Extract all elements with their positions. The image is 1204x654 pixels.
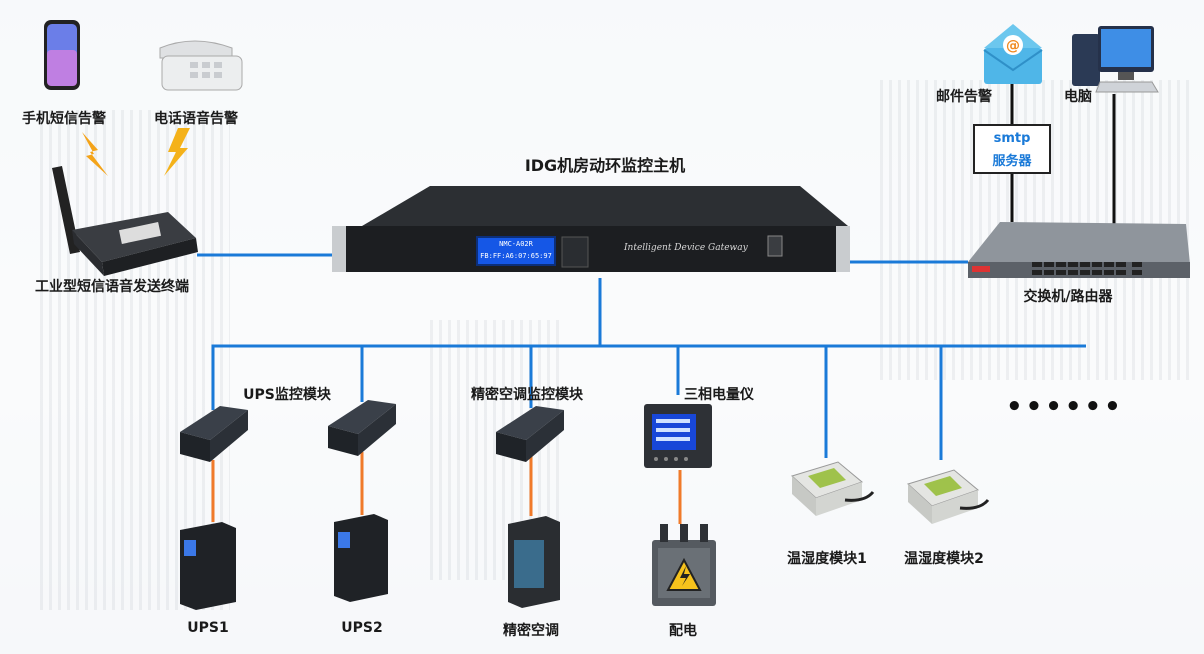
smtp-label: smtp [993,131,1031,146]
ups-module-label: UPS监控模块 [243,387,331,403]
telephone-icon [159,40,243,91]
computer-label: 电脑 [1064,89,1092,105]
voice-alarm-label: 电话语音告警 [154,111,238,127]
ups1-label: UPS1 [187,620,229,636]
ups2-label: UPS2 [341,620,383,636]
gsm-terminal-icon [52,166,198,276]
power-meter-icon [644,404,712,468]
svg-text:@: @ [1006,38,1020,54]
ups-cabinet-icon [180,522,236,610]
ups-module-icon [328,400,396,456]
host-lcd-line1: NMC-A02R [499,240,533,248]
smtp-server-box: smtp 服务器 [973,124,1051,174]
host-lcd-line2: FB:FF:A6:07:65:97 [480,252,552,260]
ac-module-icon [496,406,564,462]
host-title: IDG机房动环监控主机 [524,156,686,175]
host-lcd: NMC-A02R FB:FF:A6:07:65:97 [476,236,556,266]
ac-module-label: 精密空调监控模块 [471,387,583,403]
precision-ac-icon [508,516,560,608]
ups-module-icon [180,406,248,462]
th-module-icon [791,461,875,516]
host-brand: Intelligent Device Gateway [624,243,748,253]
sms-alarm-label: 手机短信告警 [22,111,106,127]
email-alarm-label: 邮件告警 [936,89,992,105]
host-device-icon [332,186,850,272]
th-module-icon [907,469,990,524]
transformer-icon [652,524,716,606]
more-devices-ellipsis: •••••• [1006,392,1124,422]
th-module2-label: 温湿度模块2 [904,551,984,567]
lightning-icon [164,128,190,176]
computer-icon [1072,26,1159,93]
gsm-terminal-label: 工业型短信语音发送终端 [35,279,189,295]
switch-icon [968,222,1190,278]
ups-cabinet-icon [334,514,388,602]
power-dist-label: 配电 [669,623,697,639]
lightning-icon [82,132,108,176]
phone-icon [44,20,80,90]
precision-ac-label: 精密空调 [503,623,559,639]
meter-label: 三相电量仪 [684,387,754,403]
th-module1-label: 温湿度模块1 [787,551,867,567]
switch-label: 交换机/路由器 [1023,289,1113,305]
email-icon: @ [983,24,1043,84]
smtp-server-label: 服务器 [992,154,1032,169]
